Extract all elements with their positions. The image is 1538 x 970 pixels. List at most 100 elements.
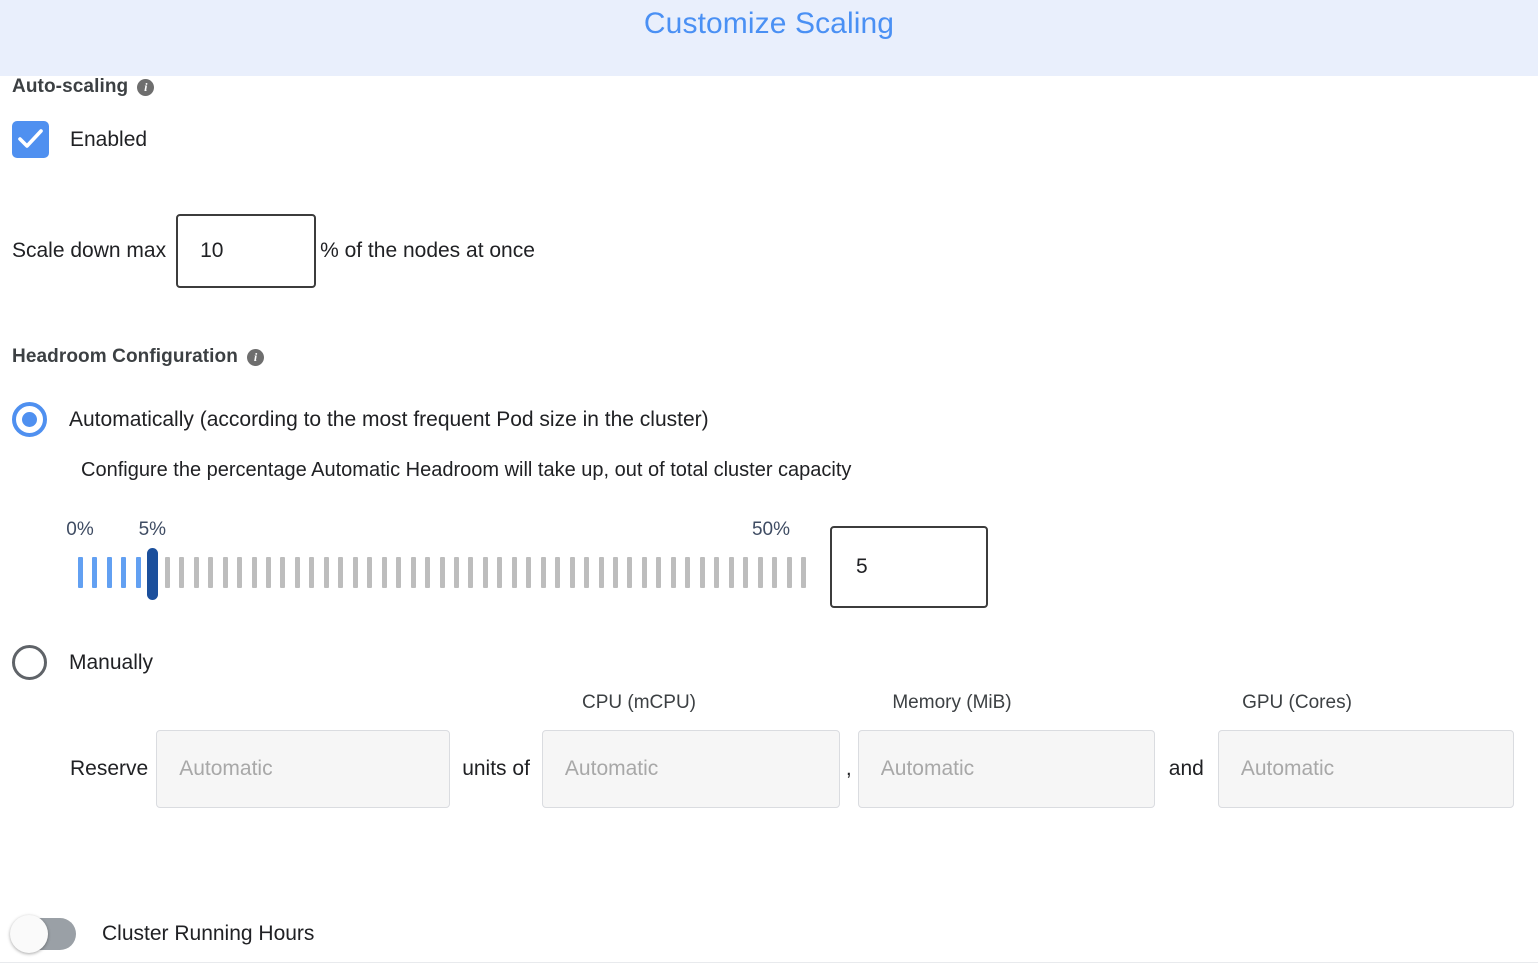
slider-tick [641, 557, 647, 588]
cluster-running-hours-toggle[interactable] [10, 915, 76, 953]
slider-min-label: 0% [66, 519, 94, 540]
slider-current-label: 5% [138, 519, 167, 540]
slider-tick [121, 557, 127, 588]
slider-tick [439, 557, 445, 588]
headroom-configuration-label: Headroom Configuration [12, 346, 238, 367]
slider-tick [294, 557, 300, 588]
radio-automatic-label: Automatically (according to the most fre… [69, 407, 709, 431]
slider-tick [309, 557, 315, 588]
slider-tick [222, 557, 228, 588]
reserve-label: Reserve [70, 757, 149, 780]
cluster-running-hours-label: Cluster Running Hours [102, 922, 315, 945]
enabled-label: Enabled [70, 127, 148, 151]
slider-tick [410, 557, 416, 588]
slider-tick [772, 557, 778, 588]
bottom-divider [0, 962, 1538, 963]
headroom-slider-block: 0% 5% 50% [66, 519, 1526, 619]
headroom-automatic-help-text: Configure the percentage Automatic Headr… [81, 459, 852, 481]
page-title: Customize Scaling [643, 7, 895, 40]
headroom-automatic-row[interactable]: Automatically (according to the most fre… [12, 402, 1526, 437]
slider-tick [453, 557, 459, 588]
auto-scaling-enabled-row[interactable]: Enabled [12, 121, 1526, 158]
radio-automatic-icon[interactable] [12, 402, 47, 437]
slider-tick [497, 557, 503, 588]
toggle-knob [10, 915, 48, 953]
reserve-units-input[interactable] [156, 730, 451, 808]
slider-tick [555, 557, 561, 588]
scale-down-max-row: Scale down max % of the nodes at once [12, 214, 1526, 288]
slider-tick [743, 557, 749, 588]
dialog-header: Customize Scaling [0, 0, 1538, 76]
slider-tick [265, 557, 271, 588]
reserve-area: CPU (mCPU) Memory (MiB) GPU (Cores) Rese… [12, 692, 1526, 822]
dialog-body: Auto-scaling i Enabled Scale down max % … [0, 76, 1538, 970]
slider-tick [425, 557, 431, 588]
slider-tick [627, 557, 633, 588]
headroom-value-input[interactable] [830, 526, 988, 608]
slider-tick [208, 557, 214, 588]
slider-tick [569, 557, 575, 588]
slider-tick [598, 557, 604, 588]
slider-tick [670, 557, 676, 588]
gpu-field-header: GPU (Cores) [1242, 692, 1352, 713]
slider-tick [352, 557, 358, 588]
info-icon[interactable]: i [137, 78, 155, 96]
headroom-slider[interactable] [78, 548, 816, 600]
slider-tick [786, 557, 792, 588]
reserve-memory-input[interactable] [857, 730, 1155, 808]
and-separator: and [1168, 757, 1204, 780]
slider-tick [511, 557, 517, 588]
reserve-gpu-input[interactable] [1217, 730, 1514, 808]
slider-tick [92, 557, 98, 588]
slider-scale-labels: 0% 5% 50% [66, 519, 1526, 545]
scale-down-max-suffix: % of the nodes at once [320, 239, 535, 262]
slider-tick [584, 557, 590, 588]
comma-separator: , [845, 757, 852, 780]
auto-scaling-label: Auto-scaling [12, 76, 129, 97]
reserve-row: Reserve units of , and [12, 730, 1526, 808]
scale-down-max-label: Scale down max [12, 239, 167, 262]
slider-tick [699, 557, 705, 588]
check-icon [18, 129, 43, 148]
reserve-cpu-input[interactable] [541, 730, 840, 808]
headroom-section-header: Headroom Configuration i [12, 346, 1526, 368]
slider-tick [164, 557, 170, 588]
slider-tick [714, 557, 720, 588]
auto-scaling-section-header: Auto-scaling i [12, 76, 1526, 98]
slider-tick [468, 557, 474, 588]
cluster-running-hours-row[interactable]: Cluster Running Hours [10, 915, 315, 953]
slider-max-label: 50% [751, 519, 791, 540]
radio-manual-icon[interactable] [12, 645, 47, 680]
slider-tick [338, 557, 344, 588]
slider-tick [106, 557, 112, 588]
slider-tick [482, 557, 488, 588]
cpu-field-header: CPU (mCPU) [582, 692, 696, 713]
slider-tick [323, 557, 329, 588]
slider-thumb[interactable] [147, 548, 159, 600]
slider-tick [280, 557, 286, 588]
info-icon[interactable]: i [246, 348, 264, 366]
slider-tick [367, 557, 373, 588]
slider-tick [396, 557, 402, 588]
memory-field-header: Memory (MiB) [892, 692, 1012, 713]
slider-tick [237, 557, 243, 588]
headroom-manual-row[interactable]: Manually [12, 645, 1526, 680]
slider-tick [685, 557, 691, 588]
slider-tick [251, 557, 257, 588]
slider-tick [613, 557, 619, 588]
slider-tick [193, 557, 199, 588]
slider-tick [135, 557, 141, 588]
checkbox-icon[interactable] [12, 121, 49, 158]
slider-tick [757, 557, 763, 588]
slider-tick [179, 557, 185, 588]
slider-tick [728, 557, 734, 588]
units-of-label: units of [462, 757, 530, 780]
slider-tick [526, 557, 532, 588]
scale-down-max-input[interactable] [176, 214, 317, 288]
slider-tick [540, 557, 546, 588]
slider-tick [656, 557, 662, 588]
radio-manual-label: Manually [69, 650, 154, 674]
slider-tick [381, 557, 387, 588]
slider-tick [801, 557, 806, 588]
slider-tick [78, 557, 83, 588]
